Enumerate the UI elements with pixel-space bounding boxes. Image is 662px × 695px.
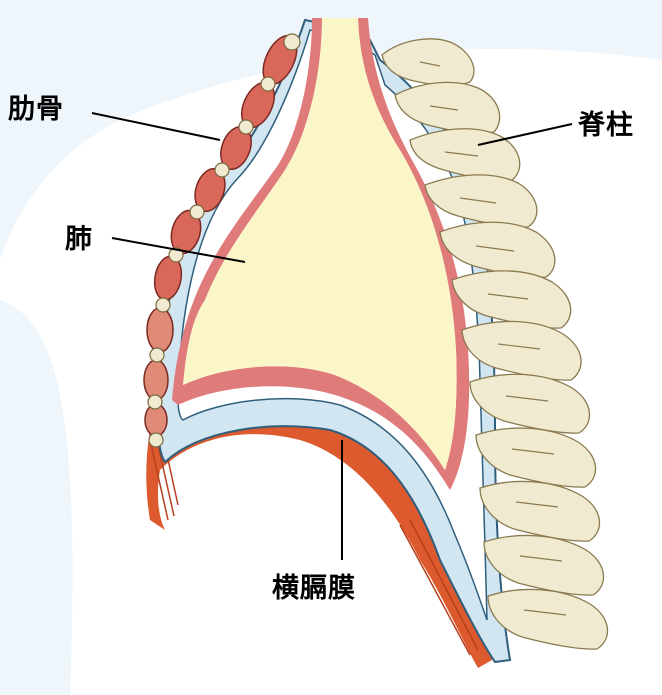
rib-joint	[215, 163, 229, 177]
diaphragm-label: 横膈膜	[272, 575, 356, 602]
rib-joint	[148, 395, 162, 409]
rib-joint	[190, 205, 204, 219]
rib-joint	[156, 298, 170, 312]
rib-segment	[144, 360, 168, 400]
spine-label: 脊柱	[578, 112, 634, 139]
vertebra	[484, 535, 603, 595]
lung-label: 肺	[65, 226, 93, 253]
rib-joint	[239, 120, 253, 134]
rib-joint	[149, 433, 163, 447]
rib-joint	[284, 34, 300, 50]
rib-segment	[147, 308, 173, 352]
rib-joint	[261, 77, 275, 91]
rib-joint	[150, 348, 164, 362]
leader-line-rib	[92, 113, 220, 140]
background-tint-lower	[0, 300, 72, 695]
rib-label: 肋骨	[8, 96, 64, 123]
